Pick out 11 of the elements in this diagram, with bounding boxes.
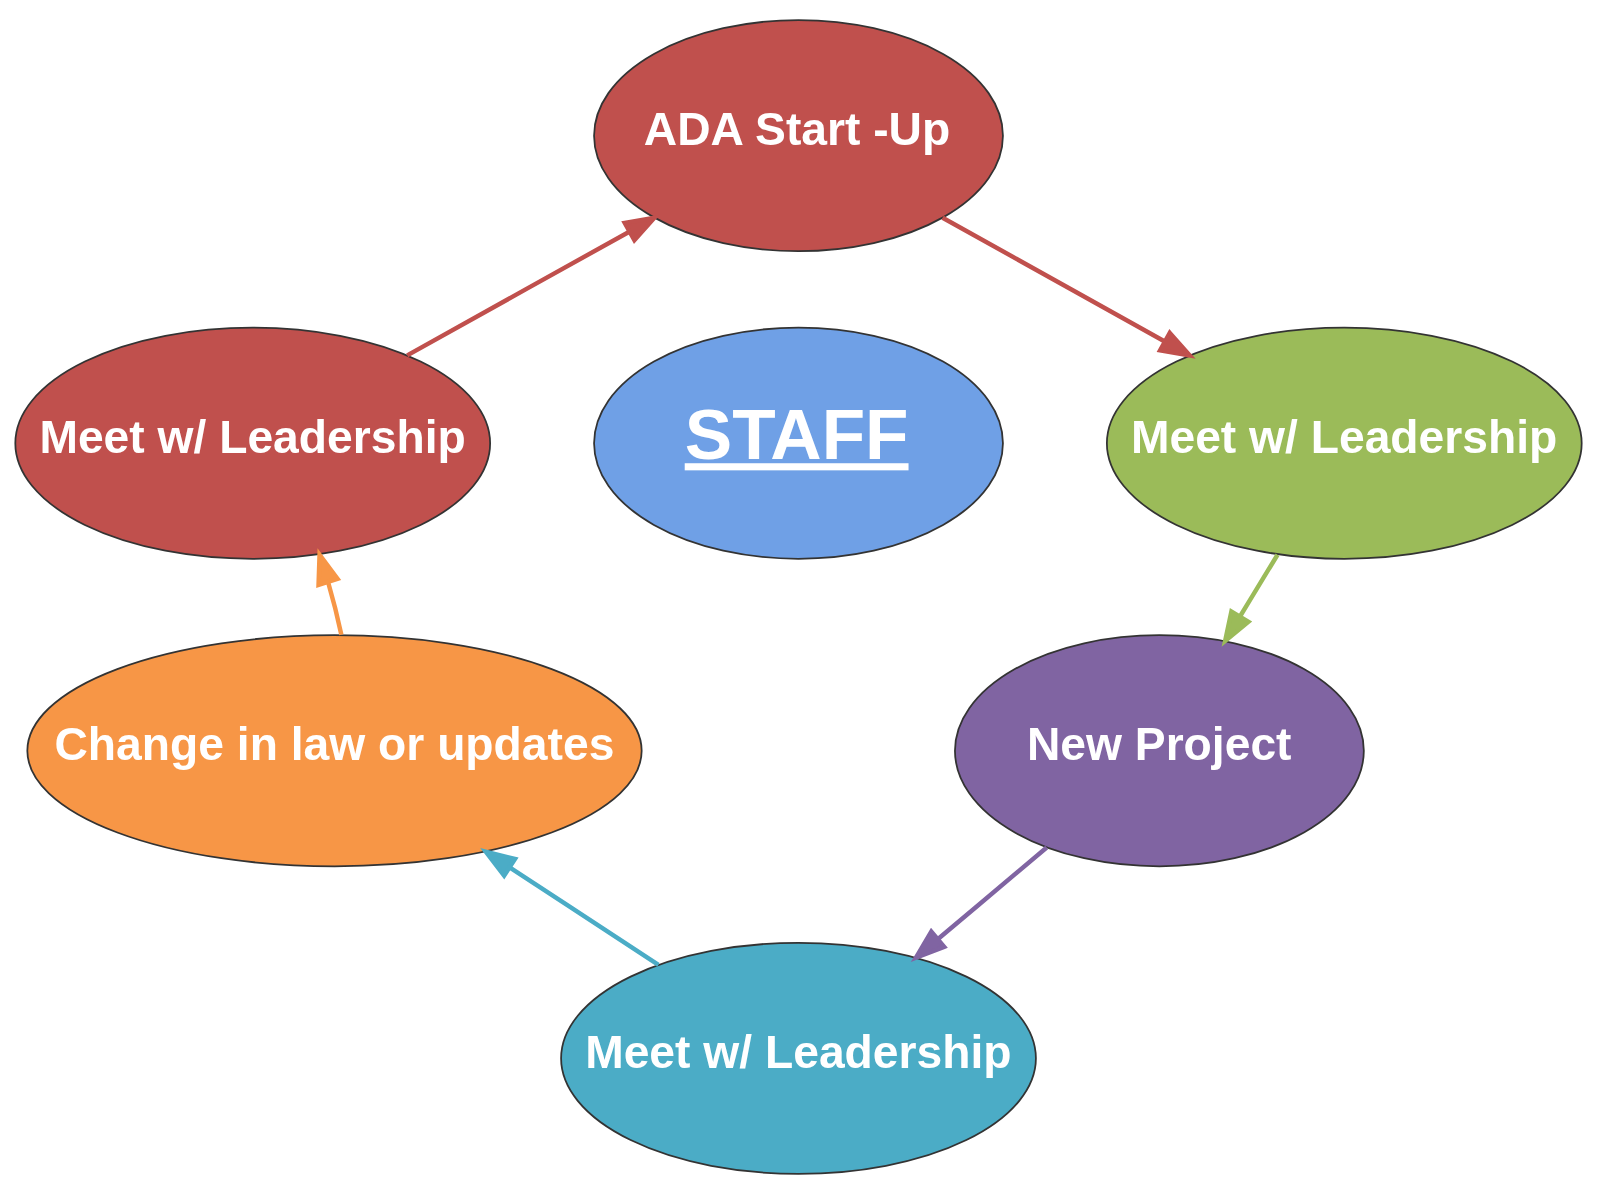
node-ellipse: STAFF — [593, 326, 1004, 560]
arrow — [1221, 553, 1280, 647]
node-ellipse: Meet w/ Leadership — [560, 941, 1037, 1175]
arrow — [316, 547, 344, 635]
arrow — [480, 847, 660, 967]
node-ellipse: Meet w/ Leadership — [14, 326, 491, 560]
arrow — [910, 845, 1049, 962]
arrow — [941, 215, 1196, 359]
node-ellipse: ADA Start -Up — [593, 18, 1004, 252]
node-ellipse: New Project — [954, 633, 1365, 867]
node-ellipse: Change in law or updates — [26, 633, 643, 867]
